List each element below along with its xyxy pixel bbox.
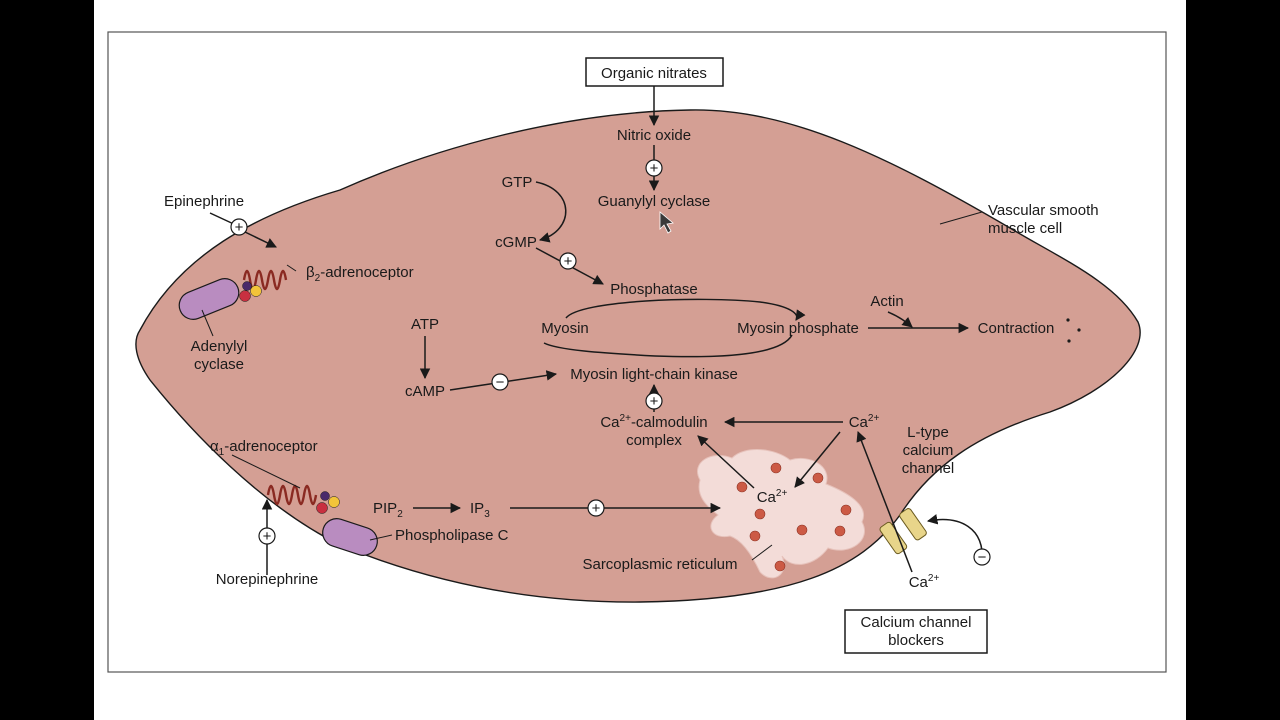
calcium-channel-blockers-label: Calcium channel [861,614,972,631]
beta2-receptor-coil [242,269,288,291]
nitric-oxide-label: Nitric oxide [617,127,691,144]
alpha1-adrenoceptor-label: α1-adrenoceptor [210,438,318,458]
camp-label: cAMP [405,383,445,400]
minus-sign: − [491,373,509,391]
ca-dot [754,508,766,520]
ip3-label: IP3 [470,500,490,520]
svg-text:+: + [592,500,601,517]
contraction-sparks [1066,318,1081,343]
svg-text:−: − [978,549,987,566]
plus-sign: + [645,392,663,410]
ca-extracellular-label: Ca2+ [909,573,940,591]
svg-text:−: − [496,374,505,391]
adenylyl-cyclase-label: Adenylyl [191,338,248,355]
mlck-label: Myosin light-chain kinase [570,366,738,383]
ca-cytosol-label: Ca2+ [849,413,880,431]
ca-calmodulin-complex-label: complex [626,432,682,449]
phosphatase-label: Phosphatase [610,281,698,298]
contraction-label: Contraction [978,320,1055,337]
sarcoplasmic-reticulum-label: Sarcoplasmic reticulum [582,556,737,573]
epinephrine-label: Epinephrine [164,193,244,210]
ca-sr-label: Ca2+ [757,488,788,506]
svg-text:+: + [650,393,659,410]
organic-nitrates-box [585,57,724,87]
svg-text:+: + [564,253,573,270]
pip2-label: PIP2 [373,500,403,520]
ca-dot [749,530,761,542]
l-type-calcium-channel [879,508,927,555]
ca-dot [840,504,852,516]
plus-sign: + [645,159,663,177]
ca-dot [796,524,808,536]
gtp-label: GTP [502,174,533,191]
alpha1-receptor-coil [266,484,318,506]
calcium-channel-blockers-label-2: blockers [888,632,944,649]
l-type-label-3: channel [902,460,955,477]
myosin-phosphate-label: Myosin phosphate [737,320,859,337]
actin-label: Actin [870,293,903,310]
plus-sign: + [587,499,605,517]
mouse-cursor-icon [659,211,674,234]
atp-label: ATP [411,316,439,333]
plus-sign: + [258,527,276,545]
svg-text:+: + [263,528,272,545]
ca-dot [774,560,786,572]
sarcoplasmic-reticulum-shape [697,449,865,579]
ca-dot [834,525,846,537]
minus-sign: − [973,548,991,566]
phospholipase-c-protein [322,518,378,556]
vascular-smooth-muscle-label: Vascular smooth [988,202,1099,219]
ca-calmodulin-label: Ca2+-calmodulin [600,413,707,431]
l-type-label-2: calcium [903,442,954,459]
beta2-adrenoceptor-label: β2-adrenoceptor [306,264,414,284]
calcium-dots [736,462,852,572]
svg-text:+: + [650,160,659,177]
norepinephrine-label: Norepinephrine [216,571,319,588]
modulation-signs: + + + + + + − − [230,159,991,566]
myosin-label: Myosin [541,320,589,337]
plus-sign: + [230,218,248,236]
g-protein-alpha [316,491,340,514]
ca-dot [736,481,748,493]
g-protein-beta [239,281,262,302]
adenylyl-cyclase-protein [178,278,240,320]
ca-dot [770,462,782,474]
guanylyl-cyclase-label: Guanylyl cyclase [598,193,711,210]
arrows [209,84,983,575]
organic-nitrates-label: Organic nitrates [601,65,707,82]
ca-dot [812,472,824,484]
phospholipase-c-label: Phospholipase C [395,527,509,544]
adenylyl-cyclase-label-2: cyclase [194,356,244,373]
callout-lines [201,211,983,561]
calcium-channel-blockers-box [844,609,988,654]
plus-sign: + [559,252,577,270]
svg-text:+: + [235,219,244,236]
vascular-smooth-muscle-label-2: muscle cell [988,220,1062,237]
cgmp-label: cGMP [495,234,537,251]
l-type-label: L-type [907,424,949,441]
